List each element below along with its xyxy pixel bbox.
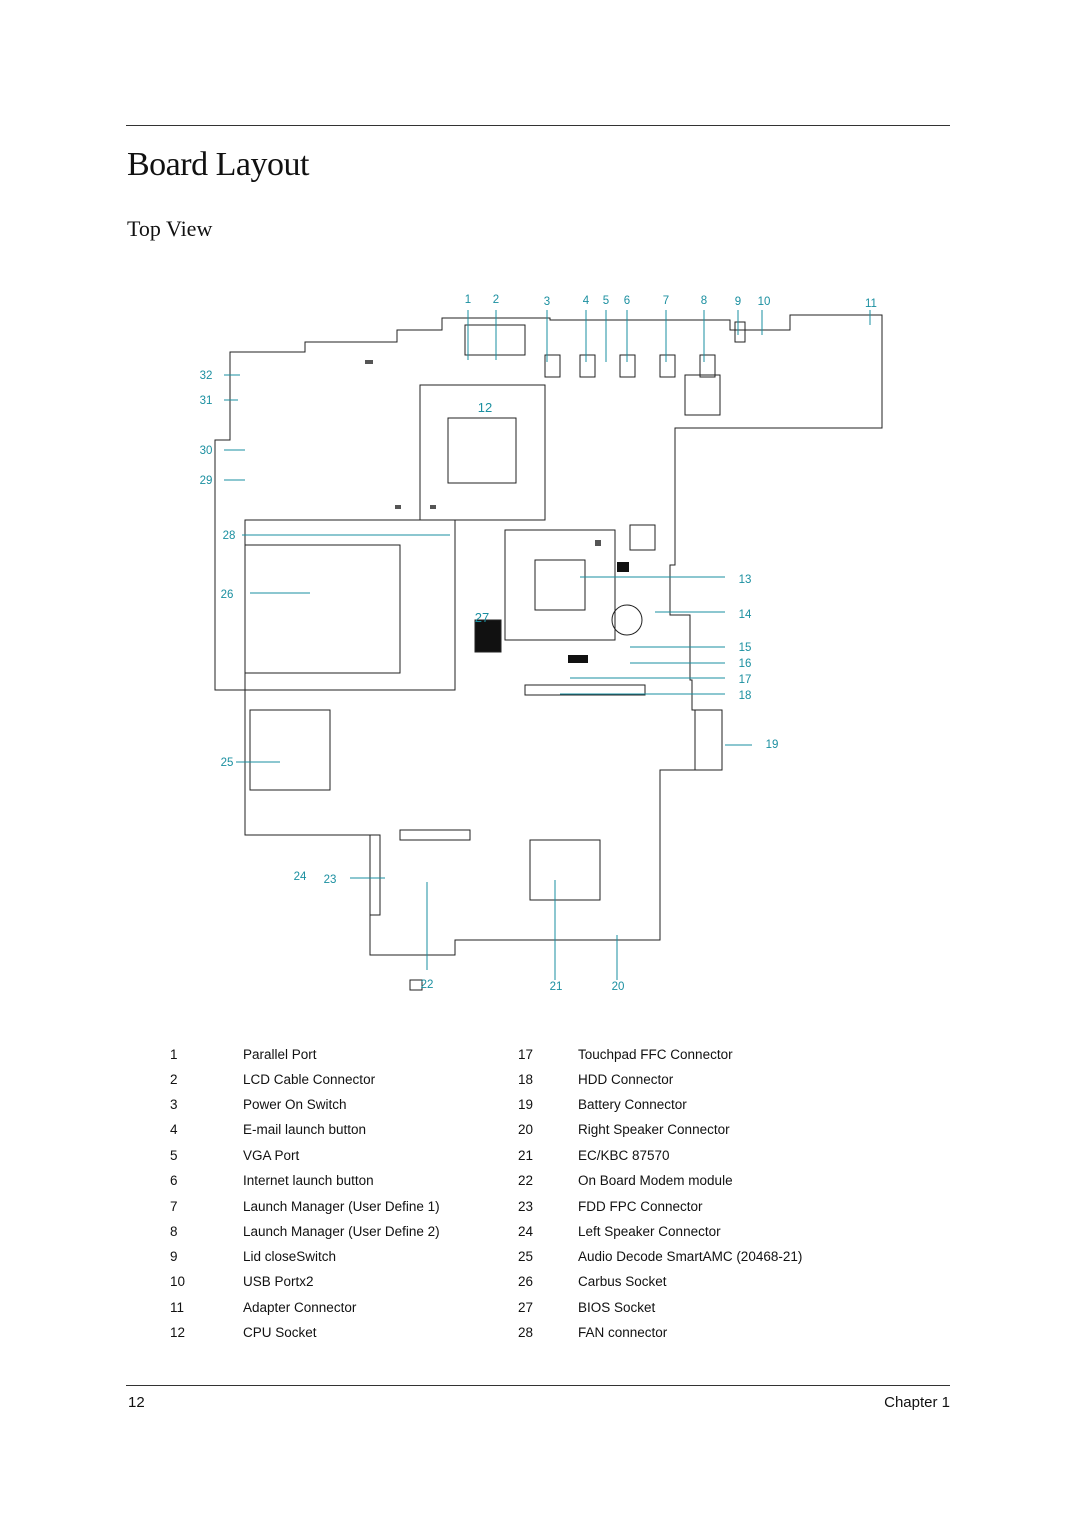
callout-26: 26 xyxy=(221,589,234,601)
legend-label: HDD Connector xyxy=(578,1072,674,1087)
legend-number: 8 xyxy=(170,1224,178,1239)
legend-number: 7 xyxy=(170,1199,178,1214)
callout-9: 9 xyxy=(735,296,741,308)
legend-label: Left Speaker Connector xyxy=(578,1224,721,1239)
legend-number: 28 xyxy=(518,1325,534,1340)
legend-label: E-mail launch button xyxy=(243,1122,367,1137)
page-number: 12 xyxy=(128,1394,145,1411)
callout-15: 15 xyxy=(739,642,752,654)
callout-28: 28 xyxy=(223,530,236,542)
legend-label: Audio Decode SmartAMC (20468-21) xyxy=(578,1249,803,1264)
legend-number: 2 xyxy=(170,1072,178,1087)
callout-27: 27 xyxy=(475,610,489,625)
callout-20: 20 xyxy=(612,981,625,993)
legend-label: Internet launch button xyxy=(243,1173,374,1188)
callout-21: 21 xyxy=(550,981,563,993)
legend-number: 17 xyxy=(518,1047,534,1062)
legend-label: Parallel Port xyxy=(243,1047,317,1062)
callout-3: 3 xyxy=(544,296,550,308)
chapter-label: Chapter 1 xyxy=(884,1394,950,1411)
callout-18: 18 xyxy=(739,690,752,702)
callout-2: 2 xyxy=(493,294,499,306)
page-title: Board Layout xyxy=(127,146,309,183)
callout-32: 32 xyxy=(200,370,213,382)
callout-23: 23 xyxy=(324,874,337,886)
legend-label: Launch Manager (User Define 2) xyxy=(243,1224,440,1239)
legend-number: 27 xyxy=(518,1300,534,1315)
callout-5: 5 xyxy=(603,295,609,307)
legend-number: 4 xyxy=(170,1122,178,1137)
legend-label: FAN connector xyxy=(578,1325,668,1340)
callout-14: 14 xyxy=(739,609,752,621)
top-rule xyxy=(126,125,950,126)
callout-17: 17 xyxy=(739,674,752,686)
legend-number: 22 xyxy=(518,1173,534,1188)
callout-22: 22 xyxy=(421,979,434,991)
legend-number: 21 xyxy=(518,1148,534,1163)
legend-label: CPU Socket xyxy=(243,1325,317,1340)
legend-number: 20 xyxy=(518,1122,534,1137)
legend-number: 11 xyxy=(170,1300,185,1315)
callout-25: 25 xyxy=(221,757,234,769)
legend-number: 3 xyxy=(170,1097,178,1112)
callout-16: 16 xyxy=(739,658,752,670)
legend-number: 23 xyxy=(518,1199,534,1214)
legend-label: USB Portx2 xyxy=(243,1274,314,1289)
legend-label: Launch Manager (User Define 1) xyxy=(243,1199,440,1214)
bottom-rule xyxy=(126,1385,950,1386)
callout-8: 8 xyxy=(701,295,707,307)
legend-label: Battery Connector xyxy=(578,1097,687,1112)
legend-label: Power On Switch xyxy=(243,1097,347,1112)
legend-number: 26 xyxy=(518,1274,534,1289)
legend-label: Lid closeSwitch xyxy=(243,1249,337,1264)
board-layout-diagram: 1 2 3 4 5 6 7 8 9 10 11 12 13 14 15 16 1… xyxy=(200,294,883,993)
callout-11: 11 xyxy=(865,298,877,310)
legend-number: 6 xyxy=(170,1173,178,1188)
legend-number: 19 xyxy=(518,1097,534,1112)
legend-label: Adapter Connector xyxy=(243,1300,357,1315)
legend-label: BIOS Socket xyxy=(578,1300,656,1315)
legend-number: 24 xyxy=(518,1224,534,1239)
section-title: Top View xyxy=(127,216,213,241)
callout-6: 6 xyxy=(624,295,630,307)
callout-29: 29 xyxy=(200,475,213,487)
callout-24: 24 xyxy=(294,871,307,883)
callout-12: 12 xyxy=(478,400,492,415)
legend-label: FDD FPC Connector xyxy=(578,1199,703,1214)
callout-4: 4 xyxy=(583,295,590,307)
legend-number: 25 xyxy=(518,1249,534,1264)
callout-31: 31 xyxy=(200,395,213,407)
legend-number: 9 xyxy=(170,1249,178,1264)
legend-label: Touchpad FFC Connector xyxy=(578,1047,733,1062)
legend-label: LCD Cable Connector xyxy=(243,1072,376,1087)
legend-number: 5 xyxy=(170,1148,178,1163)
legend-label: EC/KBC 87570 xyxy=(578,1148,670,1163)
legend-label: Carbus Socket xyxy=(578,1274,667,1289)
legend-number: 12 xyxy=(170,1325,186,1340)
legend-label: Right Speaker Connector xyxy=(578,1122,730,1137)
legend-number: 10 xyxy=(170,1274,186,1289)
callout-13: 13 xyxy=(739,574,752,586)
callout-30: 30 xyxy=(200,445,213,457)
callout-10: 10 xyxy=(758,296,771,308)
legend-label: On Board Modem module xyxy=(578,1173,733,1188)
legend-number: 1 xyxy=(170,1047,178,1062)
callout-7: 7 xyxy=(663,295,669,307)
callout-1: 1 xyxy=(465,294,471,306)
legend-number: 18 xyxy=(518,1072,534,1087)
callout-19: 19 xyxy=(766,739,779,751)
legend-label: VGA Port xyxy=(243,1148,300,1163)
